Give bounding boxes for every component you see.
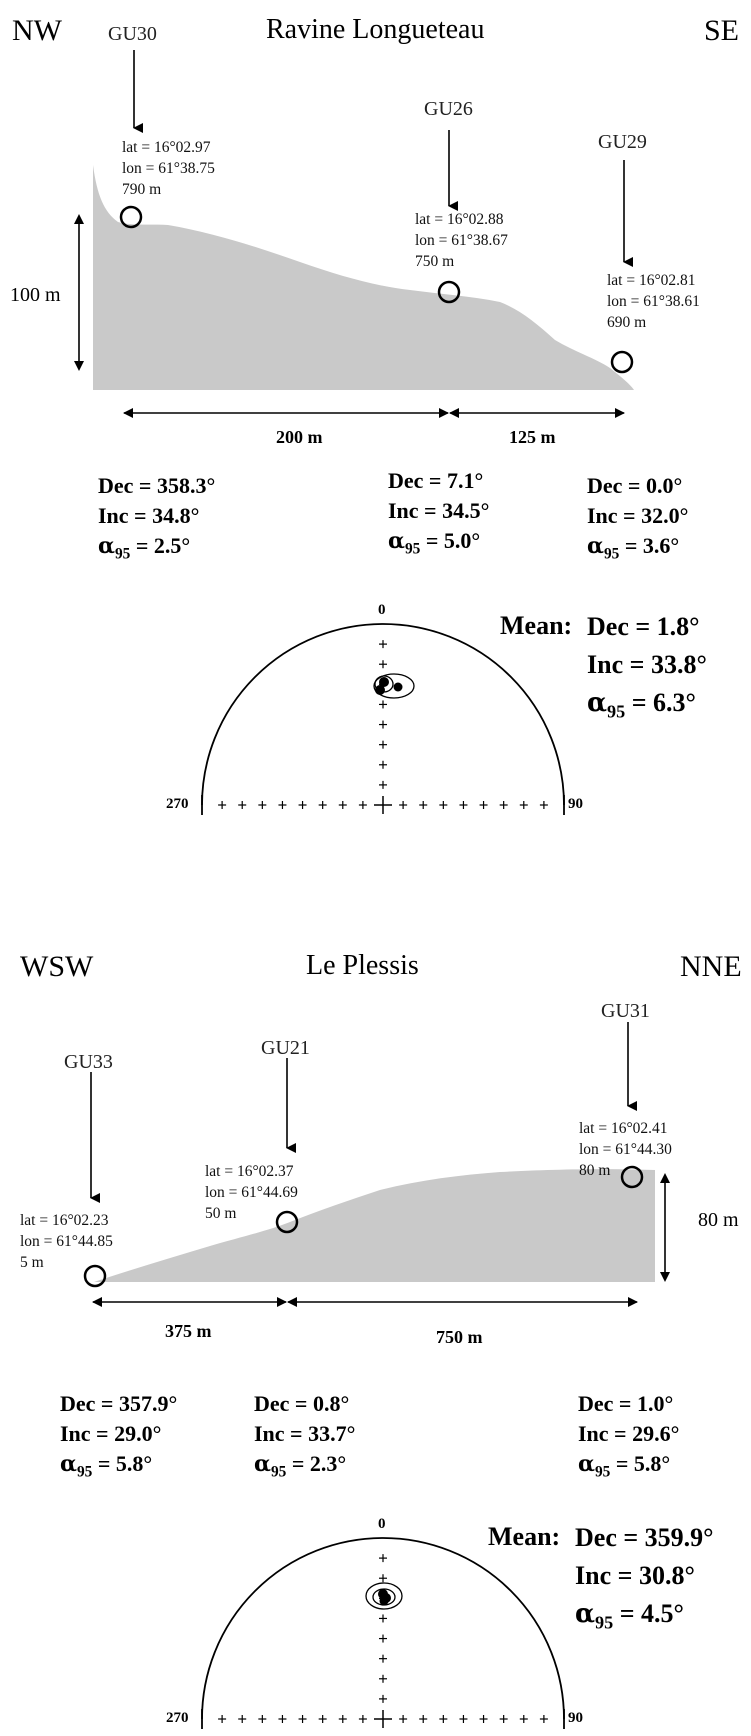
height-label: 80 m (698, 1209, 739, 1231)
distance-label: 200 m (276, 427, 323, 447)
site-stats-gu26: Dec = 7.1° Inc = 34.5° α95 = 5.0° (388, 468, 490, 558)
site-marker-gu31 (620, 1165, 644, 1189)
site-marker-gu21 (275, 1210, 299, 1234)
stereonet-west-label: 270 (166, 1710, 189, 1726)
section-title: Ravine Longueteau (266, 14, 485, 45)
stereonet-le-plessis (201, 1537, 565, 1729)
site-stats-gu31: Dec = 1.0° Inc = 29.6° α95 = 5.8° (578, 1391, 680, 1481)
stereonet-west-label: 270 (166, 796, 189, 812)
pole-point-a (375, 685, 385, 695)
stereonet-ravine-longueteau (201, 623, 565, 815)
pole-point-c (393, 682, 403, 692)
height-label: 100 m (10, 284, 61, 306)
pole-point-b (379, 677, 389, 687)
site-label-gu33: GU33 (64, 1051, 113, 1073)
stereonet-north-label: 0 (378, 1516, 386, 1532)
site-marker-gu30 (119, 205, 143, 229)
terrain-profile-ravine-longueteau (93, 165, 634, 390)
stereonet-north-label: 0 (378, 602, 386, 618)
direction-right: NNE (680, 950, 742, 983)
site-marker-gu33 (83, 1264, 107, 1288)
confidence-ellipse-3 (365, 1582, 403, 1610)
mean-label: Mean: (500, 611, 573, 640)
distance-label: 125 m (509, 427, 556, 447)
direction-left: NW (12, 14, 62, 47)
site-marker-gu26 (437, 280, 461, 304)
site-stats-gu30: Dec = 358.3° Inc = 34.8° α95 = 2.5° (98, 473, 216, 563)
confidence-ellipse-1 (373, 673, 415, 699)
stereonet-east-label: 90 (568, 1710, 583, 1726)
direction-left: WSW (20, 950, 94, 983)
distance-label: 375 m (165, 1321, 212, 1341)
mean-stats: Dec = 359.9° Inc = 30.8° α95 = 4.5° (575, 1523, 714, 1633)
site-stats-gu29: Dec = 0.0° Inc = 32.0° α95 = 3.6° (587, 473, 689, 563)
site-stats-gu21: Dec = 0.8° Inc = 33.7° α95 = 2.3° (254, 1391, 356, 1481)
terrain-profile-le-plessis (94, 1169, 655, 1282)
site-label-gu26: GU26 (424, 98, 473, 120)
site-label-gu21: GU21 (261, 1037, 310, 1059)
site-stats-gu33: Dec = 357.9° Inc = 29.0° α95 = 5.8° (60, 1391, 178, 1481)
mean-stats: Dec = 1.8° Inc = 33.8° α95 = 6.3° (587, 612, 707, 722)
distance-label: 750 m (436, 1327, 483, 1347)
site-marker-gu29 (610, 350, 634, 374)
site-label-gu30: GU30 (108, 23, 157, 45)
direction-right: SE (704, 14, 740, 47)
site-label-gu29: GU29 (598, 131, 647, 153)
section-title: Le Plessis (306, 950, 419, 981)
pole-point-f (379, 1596, 389, 1606)
stereonet-east-label: 90 (568, 796, 583, 812)
mean-label: Mean: (488, 1522, 561, 1551)
site-label-gu31: GU31 (601, 1000, 650, 1022)
